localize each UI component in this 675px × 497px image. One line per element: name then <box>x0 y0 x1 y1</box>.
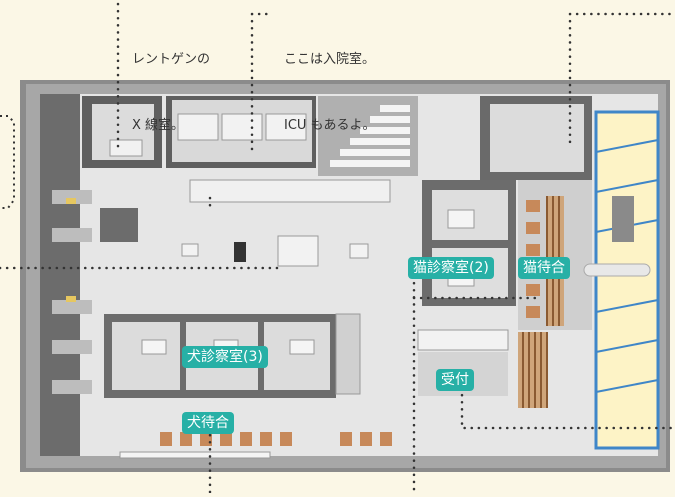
caption-ward-line2: ICU もあるよ。 <box>284 118 376 133</box>
dog-chair-10 <box>380 432 392 446</box>
reception-counter <box>417 329 509 351</box>
cat-chair-2 <box>526 222 540 234</box>
window-glass <box>596 112 658 448</box>
stair-step-2 <box>340 149 410 156</box>
office-floor <box>490 104 584 172</box>
label-reception: 受付 <box>436 369 474 391</box>
dog-chair-6 <box>260 432 272 446</box>
label-cat-waiting: 猫待合 <box>518 257 570 279</box>
xray-machine <box>109 139 143 157</box>
left-shelf-4 <box>52 340 92 354</box>
dog-chair-5 <box>240 432 252 446</box>
left-callout-outline <box>0 115 15 209</box>
caption-ward: ここは入院室。 ICU もあるよ。 <box>284 5 376 159</box>
dog-chair-9 <box>360 432 372 446</box>
caption-xray-line1: レントゲンの <box>132 52 211 67</box>
label-dog-exam-room: 犬診察室(3) <box>182 346 268 368</box>
caption-ward-line1: ここは入院室。 <box>284 52 376 67</box>
label-dog-waiting: 犬待合 <box>182 412 234 434</box>
leader-office <box>568 12 675 150</box>
entrance-pipe <box>583 263 651 277</box>
window-mullion-1 <box>595 139 659 153</box>
window-frame <box>594 110 660 450</box>
label-cat-exam-room: 猫診察室(2) <box>408 257 494 279</box>
cat-chair-4 <box>526 284 540 296</box>
leader-ward <box>250 12 274 158</box>
left-light-2 <box>66 296 76 302</box>
window-mullion-4 <box>595 299 659 313</box>
treatment-table-3 <box>349 243 369 259</box>
left-shelf-3 <box>52 300 92 314</box>
stair-step-6 <box>380 105 410 112</box>
dog-exam-room-1 <box>112 322 180 390</box>
dog-exam-table-1 <box>141 339 167 355</box>
caption-xray: レントゲンの X 線室。 <box>132 5 210 159</box>
cat-chair-3 <box>526 244 540 256</box>
dog-chair-8 <box>340 432 352 446</box>
treatment-equipment <box>234 242 246 262</box>
dog-exam-partition <box>335 313 361 395</box>
left-wall <box>40 94 80 456</box>
dog-chair-1 <box>160 432 172 446</box>
left-shelf-1 <box>52 190 92 204</box>
window-mullion-6 <box>595 379 659 393</box>
window-mullion-2 <box>595 179 659 193</box>
cat-stair <box>518 332 548 408</box>
leader-reception <box>460 386 675 430</box>
dog-chair-2 <box>180 432 192 446</box>
ward-cage-2 <box>221 113 263 141</box>
partition-dark <box>100 208 138 242</box>
treatment-counter <box>189 179 391 203</box>
stair-step-3 <box>350 138 410 145</box>
window-mullion-5 <box>595 339 659 353</box>
caption-xray-line2: X 線室。 <box>132 118 185 133</box>
dog-exam-table-3 <box>289 339 315 355</box>
left-shelf-2 <box>52 228 92 242</box>
dog-chair-7 <box>280 432 292 446</box>
dog-exam-room-3 <box>264 322 330 390</box>
treatment-table-2 <box>181 243 199 257</box>
right-side-column <box>612 196 634 242</box>
cat-chair-5 <box>526 306 540 318</box>
ward-cage-1 <box>177 113 219 141</box>
left-light-1 <box>66 198 76 204</box>
stair-step-4 <box>360 127 410 134</box>
treatment-table-1 <box>277 235 319 267</box>
ward-cage-3 <box>265 113 307 141</box>
cat-exam-table-1 <box>447 209 475 229</box>
left-shelf-5 <box>52 380 92 394</box>
dog-chair-4 <box>220 432 232 446</box>
stair-step-1 <box>330 160 410 167</box>
stair-step-5 <box>370 116 410 123</box>
dog-waiting-bench <box>119 451 271 459</box>
cat-chair-1 <box>526 200 540 212</box>
